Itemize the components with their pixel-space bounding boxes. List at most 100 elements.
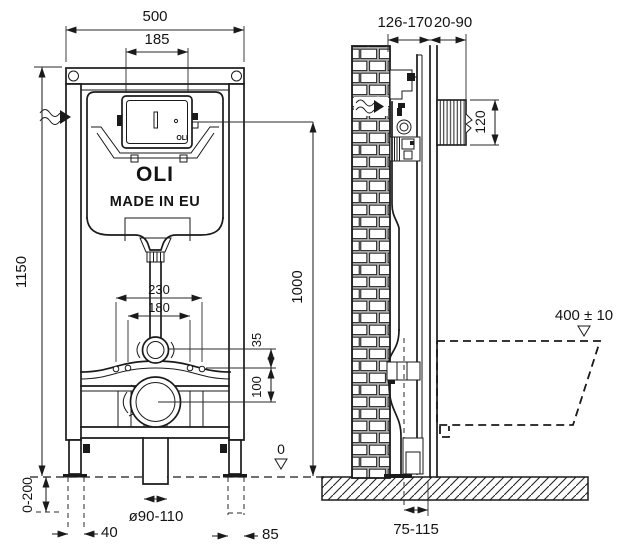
finished-wall (429, 45, 438, 478)
dim-height: 1150 (13, 66, 62, 476)
dim-fixing-inner: 180 (127, 300, 191, 362)
dim-drain: ø90-110 (129, 495, 184, 525)
dim-outlet-height-label: 1000 (289, 270, 306, 303)
pipe-coupling (146, 251, 165, 263)
dim-fixing-inner-label: 180 (148, 300, 170, 315)
foot-plate-side (384, 474, 412, 478)
dim-fixing-outer-label: 230 (148, 282, 170, 297)
dim-flush-offset: 35 (169, 333, 276, 369)
dim-bowl-height-label: 400 ± 10 (555, 307, 613, 324)
frame-side (384, 54, 424, 508)
flush-plate-clip-right (192, 113, 198, 120)
cistern-tab-right (179, 154, 188, 163)
fixing-hole (124, 364, 132, 372)
flush-plate: OLI (117, 95, 199, 149)
foot-clip-left (83, 444, 90, 453)
dim-height-label: 1150 (13, 256, 30, 288)
dim-outlet-offset-label: 100 (249, 376, 264, 398)
flush-plate-clip-left (117, 115, 122, 126)
inlet-connection (396, 119, 412, 135)
dim-outlet-distance-label: 75-115 (393, 521, 439, 538)
cistern-bottom (86, 217, 224, 251)
fixing-hole (186, 364, 194, 372)
inlet-connection-inner (399, 122, 409, 132)
cistern-recess-inner (96, 132, 215, 159)
foot-plate-right (223, 474, 247, 478)
dim-plate-width-label: 185 (144, 31, 169, 48)
fixing-hole (198, 365, 206, 373)
dim-plate-height-label: 120 (472, 110, 488, 134)
water-inlet-arrow-side (354, 97, 388, 116)
dim-bowl-height: 400 ± 10 (555, 307, 613, 337)
foot-clip-right (220, 444, 227, 453)
elbow-inner (146, 341, 165, 359)
datum-zero-label: 0 (277, 441, 285, 457)
fixing-hole (112, 365, 120, 373)
frame-bolt-hole-left (68, 70, 79, 82)
dim-floor-adjust: 0-200 (19, 477, 60, 513)
dim-wall-label: 20-90 (434, 14, 472, 31)
elbow-clamp (136, 341, 175, 359)
flush-plate-slot (153, 111, 158, 129)
dim-depth-label: 126-170 (377, 14, 432, 31)
outlet-bend (388, 383, 402, 475)
frame-post-left (65, 83, 82, 441)
dim-depth: 126-170 20-90 (377, 14, 472, 100)
dim-foot-left: 40 (52, 477, 118, 541)
datum-marker (274, 458, 288, 470)
wc-fixing-rail (386, 361, 421, 381)
flush-bend (388, 329, 400, 365)
dim-drain-label: ø90-110 (129, 508, 184, 525)
cistern-tab-left (130, 154, 139, 163)
plate-recess-box (436, 99, 473, 146)
cistern-side-outline (391, 101, 400, 331)
cistern-front (86, 91, 224, 251)
outlet-pipe-step (405, 451, 421, 475)
dim-floor-adjust-label: 0-200 (19, 477, 35, 513)
dim-width-label: 500 (142, 8, 167, 25)
dim-flush-offset-label: 35 (249, 333, 264, 347)
foot-right (228, 439, 242, 475)
flush-plate-clip-right2 (191, 121, 199, 129)
dim-foot-left-label: 40 (101, 524, 118, 541)
drain-box-fill (144, 439, 167, 484)
dim-outlet-distance: 75-115 (393, 481, 439, 538)
dim-plate-height: 120 (470, 99, 499, 146)
dim-outlet-height: 100 0 (194, 121, 317, 476)
wall-bracket (389, 69, 413, 100)
dim-outlet-offset: 100 (158, 368, 276, 403)
frame-post-right (228, 83, 245, 441)
made-in-label: MADE IN EU (110, 194, 200, 210)
flush-plate-dot (173, 118, 179, 124)
funnel (139, 237, 172, 253)
toilet-bowl-outline (436, 340, 602, 438)
side-view: 126-170 20-90 120 400 ± 10 75-115 (321, 14, 613, 538)
plate-box-notch (465, 113, 473, 134)
dim-width: 500 (65, 8, 245, 62)
cistern-recess-top (91, 126, 219, 154)
bracket-wave-bottom (80, 367, 231, 380)
drain-box (142, 437, 169, 485)
coupling-ribs (149, 252, 161, 262)
dim-foot-right-label: 85 (262, 526, 279, 543)
elbow-outer (141, 336, 170, 364)
valve-housing (124, 217, 191, 241)
bracket-bolt (407, 73, 415, 81)
drain-box-outline (142, 437, 169, 485)
brand-logo: OLI (136, 163, 174, 186)
foot-left (68, 439, 82, 475)
dim-plate-width: 185 (125, 31, 189, 93)
floor-slab (321, 476, 589, 501)
dim-foot-right: 85 (212, 477, 279, 543)
masonry-wall (351, 45, 391, 479)
datum-zero: 0 (274, 441, 288, 470)
inlet-valve-fitting (397, 103, 405, 116)
bowl-datum-marker (577, 325, 591, 337)
flush-elbow (136, 336, 175, 364)
frame-feet (63, 439, 247, 478)
foot-plate-left (63, 474, 87, 478)
dim-fixing-outer: 230 (115, 282, 203, 362)
flush-plate-inner (126, 100, 188, 144)
frame-top-rail (65, 67, 245, 85)
